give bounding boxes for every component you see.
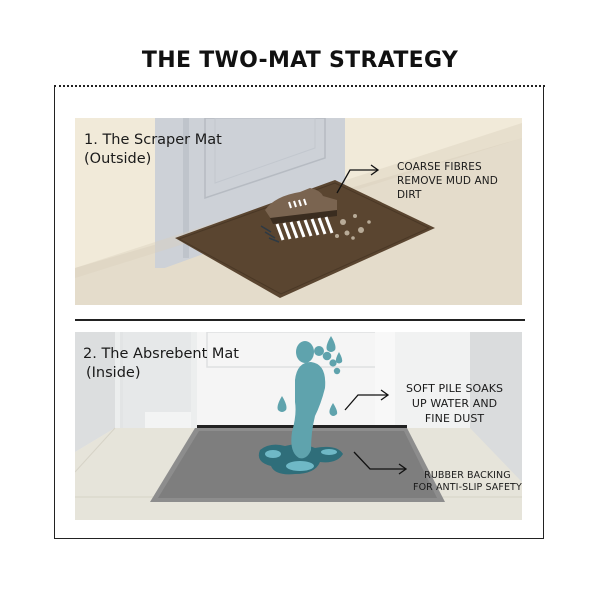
absorbent-mat-heading: 2. The Absrebent Mat (Inside) <box>83 345 239 383</box>
arrow-icon <box>344 389 390 411</box>
callout-line: REMOVE MUD AND DIRT <box>397 175 498 201</box>
callout-line: UP WATER AND <box>411 397 498 410</box>
absorbent-mat-illustration <box>75 332 522 520</box>
section-divider <box>75 319 525 321</box>
callout-line: FOR ANTI-SLIP SAFETY <box>413 482 522 493</box>
scraper-mat-illustration <box>75 118 522 305</box>
footprint-icon <box>291 341 341 459</box>
callout-line: RUBBER BACKING <box>424 470 511 481</box>
callout-soft-pile: SOFT PILE SOAKS UP WATER AND FINE DUST <box>406 381 503 426</box>
brown-scraper-mat <box>175 180 435 298</box>
heading-line: 2. The Absrebent Mat <box>83 346 239 362</box>
frame-dotted-top-border <box>54 85 545 87</box>
dirt-particles <box>335 214 371 240</box>
scraper-mat-heading: 1. The Scraper Mat (Outside) <box>84 131 222 169</box>
arrow-icon <box>336 164 380 194</box>
arrow-icon <box>353 451 408 475</box>
callout-line: COARSE FIBRES <box>397 161 482 173</box>
absorbent-mat-panel: 2. The Absrebent Mat (Inside) SOFT PILE … <box>75 332 522 520</box>
page-title: THE TWO-MAT STRATEGY <box>141 48 459 73</box>
water-drop-icons <box>277 336 343 416</box>
heading-subline: (Outside) <box>84 151 152 167</box>
callout-line: SOFT PILE SOAKS <box>406 382 504 395</box>
scraper-mat-panel: 1. The Scraper Mat (Outside) COARSE FIBR… <box>75 118 522 305</box>
diagram-frame <box>54 86 544 539</box>
callout-coarse-fibres: COARSE FIBRES REMOVE MUD AND DIRT <box>397 160 522 202</box>
heading-subline: (Inside) <box>86 365 141 381</box>
heading-line: 1. The Scraper Mat <box>84 132 222 148</box>
callout-rubber-backing: RUBBER BACKING FOR ANTI-SLIP SAFETY <box>413 470 522 494</box>
callout-line: FINE DUST <box>424 412 485 425</box>
